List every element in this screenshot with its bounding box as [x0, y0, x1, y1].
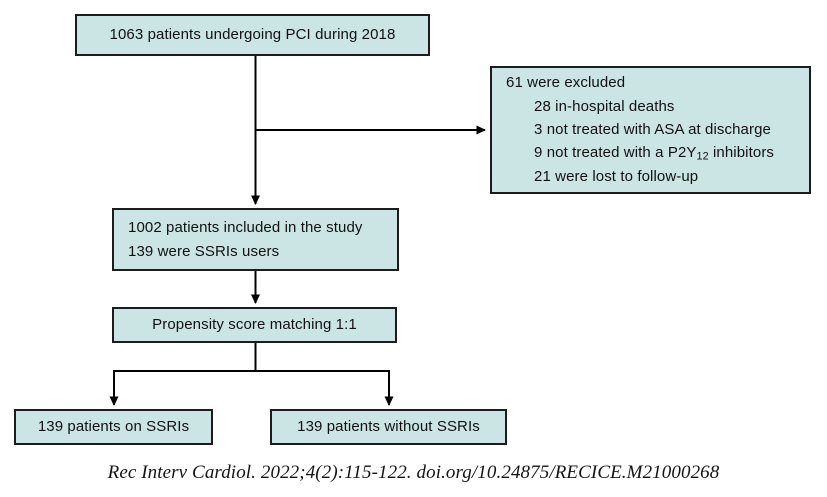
node-patients-without-ssris-label: 139 patients without SSRIs	[297, 418, 480, 436]
node-propensity-score-matching: Propensity score matching 1:1	[112, 307, 397, 343]
excluded-item-lost-to-followup: 21 were lost to follow-up	[534, 168, 699, 186]
node-enrolled-patients-label: 1063 patients undergoing PCI during 2018	[109, 26, 396, 44]
node-included-patients-line1: 1002 patients included in the study	[128, 219, 363, 237]
node-included-patients-line2: 139 were SSRIs users	[128, 242, 280, 260]
excluded-item-no-p2y12-subscript: 12	[696, 150, 709, 163]
node-enrolled-patients: 1063 patients undergoing PCI during 2018	[75, 14, 430, 56]
node-patients-without-ssris: 139 patients without SSRIs	[270, 409, 507, 445]
figure-citation-text: Rec Interv Cardiol. 2022;4(2):115-122. d…	[107, 462, 720, 483]
excluded-item-no-p2y12-pre: 9 not treated with a P2Y	[534, 144, 697, 162]
figure-citation: Rec Interv Cardiol. 2022;4(2):115-122. d…	[0, 462, 827, 484]
node-excluded-patients: 61 were excluded 28 in-hospital deaths 3…	[490, 66, 811, 194]
node-propensity-score-matching-label: Propensity score matching 1:1	[152, 316, 357, 334]
node-patients-on-ssris-label: 139 patients on SSRIs	[37, 418, 190, 436]
excluded-item-in-hospital-deaths: 28 in-hospital deaths	[534, 97, 675, 115]
node-patients-on-ssris: 139 patients on SSRIs	[14, 409, 213, 445]
excluded-item-no-p2y12-post: inhibitors	[708, 144, 775, 162]
excluded-item-no-p2y12: 9 not treated with a P2Y12 inhibitors	[502, 141, 774, 165]
excluded-item-no-asa: 3 not treated with ASA at discharge	[534, 120, 771, 138]
excluded-heading: 61 were excluded	[506, 74, 626, 92]
node-included-patients: 1002 patients included in the study 139 …	[112, 208, 399, 271]
